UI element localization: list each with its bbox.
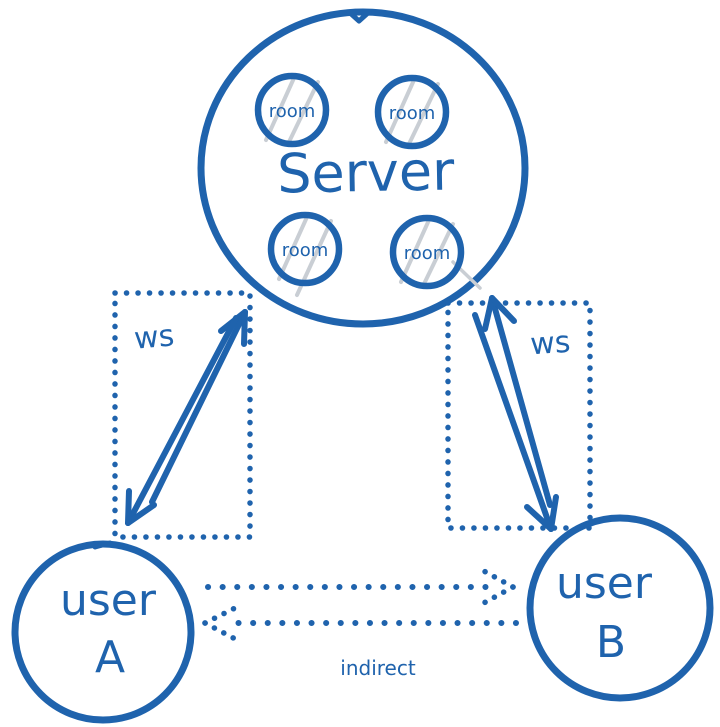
user-b-node: user B [526, 514, 714, 702]
arrowhead-wing [125, 488, 132, 526]
indirect-label: indirect [340, 656, 416, 680]
room-label: room [282, 240, 329, 261]
ws-connection-left: ws [112, 290, 253, 540]
room-node: room [389, 214, 482, 290]
arrowhead-wing [482, 295, 495, 332]
dotted-arrowhead-wing [479, 584, 516, 607]
server-circle-pen-notch [346, 9, 372, 24]
indirect-arrow-b-to-a [202, 604, 519, 644]
glass-hatch-line [286, 80, 320, 146]
arrowhead-wing [125, 502, 157, 526]
room-node: room [374, 74, 450, 150]
arrow-user-b-to-server [482, 295, 553, 508]
user-b-circle [526, 514, 714, 702]
glass-hatch-line [264, 76, 296, 142]
room-label: room [404, 243, 451, 264]
server-circle [197, 8, 529, 328]
arrow-shaft [125, 315, 239, 526]
room-circle [374, 74, 450, 150]
room-label: room [269, 101, 316, 122]
ws-boundary-left [112, 290, 253, 540]
dotted-arrowhead-wing [202, 620, 242, 644]
arrow-shaft [472, 312, 554, 532]
arrowhead-wing [241, 309, 248, 347]
ws-label-left: ws [133, 318, 176, 356]
glass-hatch-line [421, 222, 455, 288]
arrow-shaft [489, 295, 553, 508]
user-b-label-line2: B [596, 617, 626, 668]
ws-connection-right: ws [445, 295, 593, 532]
arrowhead-wing [548, 494, 559, 532]
arrowhead-wing [524, 504, 554, 532]
dotted-arrowhead-wing [479, 567, 516, 590]
room-circle [389, 214, 465, 290]
room-label: room [389, 103, 436, 124]
indirect-arrow-a-to-b [205, 567, 516, 607]
user-a-label-line2: A [95, 632, 125, 683]
room-circle [254, 72, 330, 148]
room-node: room [254, 72, 330, 148]
user-a-label-line1: user [60, 575, 157, 626]
server-node: Server [197, 8, 529, 328]
user-b-label-line1: user [556, 558, 653, 609]
room-circle [267, 211, 343, 287]
arrow-server-to-user-a [125, 315, 239, 526]
glass-hatch-line [384, 78, 416, 144]
user-a-pen-notch [92, 540, 113, 550]
glass-hatch-line [406, 82, 440, 148]
server-label: Server [277, 139, 456, 205]
arrow-server-to-user-b [472, 312, 559, 532]
ws-label-right: ws [529, 325, 572, 363]
arrow-shaft [149, 309, 248, 505]
glass-hatch-line [277, 215, 309, 281]
ws-boundary-right [445, 300, 593, 531]
dotted-arrowhead-wing [202, 604, 240, 626]
glass-hatch-line [399, 218, 431, 284]
arrowhead-wing [489, 295, 517, 324]
room-node: room [267, 211, 343, 297]
user-a-node: user A [11, 540, 195, 724]
